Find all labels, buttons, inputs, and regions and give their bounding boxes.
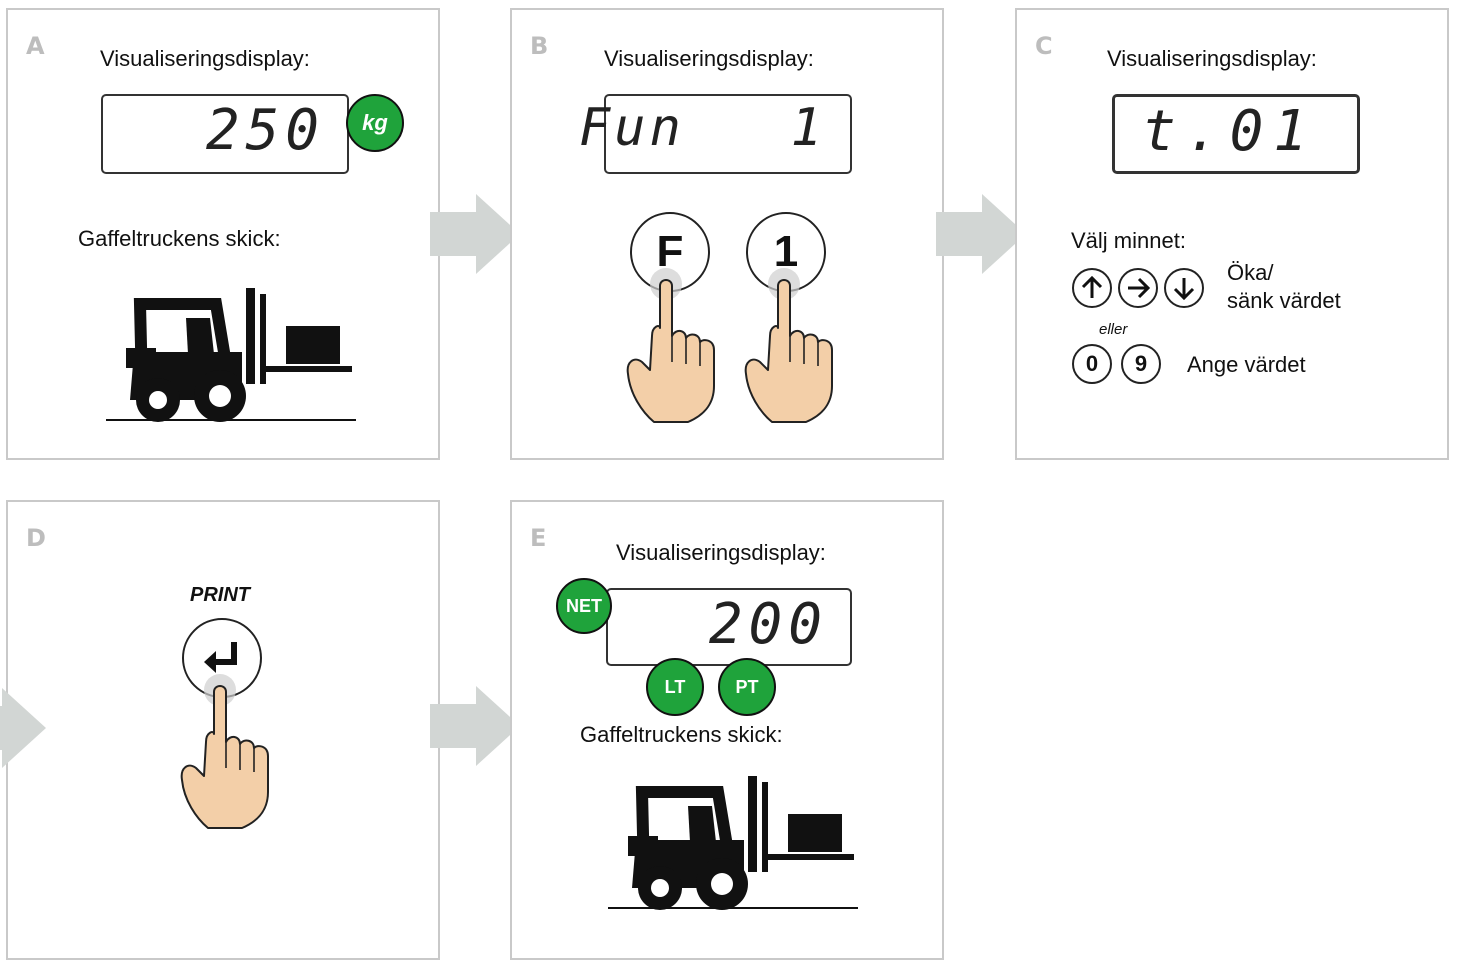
increase-label-line1: Öka/ xyxy=(1227,260,1274,285)
panel-c: C Visualiseringsdisplay: t.01 Välj minne… xyxy=(1015,8,1449,460)
display-value: t.01 xyxy=(1142,99,1317,164)
zero-key-button[interactable]: 0 xyxy=(1072,344,1112,384)
display-value: 200 xyxy=(708,592,828,657)
panel-e: E Visualiseringsdisplay: 200 NET LT PT G… xyxy=(510,500,944,960)
memory-display: t.01 xyxy=(1112,94,1360,174)
step-letter: D xyxy=(26,524,46,552)
weight-display: 250 xyxy=(101,94,349,174)
or-label: eller xyxy=(1099,321,1128,338)
hand-pressing-icon xyxy=(626,266,716,426)
arrow-down-icon xyxy=(1173,278,1195,301)
panel-b: B Visualiseringsdisplay: Fun 1 F 1 xyxy=(510,8,944,460)
truck-state-label: Gaffeltruckens skick: xyxy=(78,226,281,251)
panel-a: A Visualiseringsdisplay: 250 kg Gaffeltr… xyxy=(6,8,440,460)
step-letter: A xyxy=(26,32,45,60)
unit-badge: kg xyxy=(346,94,404,152)
display-label: Visualiseringsdisplay: xyxy=(604,46,814,71)
step-arrow-icon xyxy=(936,194,1026,274)
enter-icon xyxy=(204,642,237,673)
step-letter: E xyxy=(530,524,547,552)
print-key-label: PRINT xyxy=(190,584,250,606)
step-arrow-icon xyxy=(430,686,520,766)
enter-value-label: Ange värdet xyxy=(1187,352,1306,377)
truck-state-label: Gaffeltruckens skick: xyxy=(580,722,783,747)
increase-label-line2: sänk värdet xyxy=(1227,288,1341,313)
arrow-up-icon xyxy=(1081,275,1103,298)
pt-badge: PT xyxy=(718,658,776,716)
hand-pressing-icon xyxy=(180,672,270,832)
lt-badge: LT xyxy=(646,658,704,716)
hand-pressing-icon xyxy=(744,266,834,426)
display-label: Visualiseringsdisplay: xyxy=(616,540,826,565)
net-weight-display: 200 xyxy=(606,588,852,666)
step-arrow-icon xyxy=(0,688,46,768)
display-label: Visualiseringsdisplay: xyxy=(100,46,310,71)
step-arrow-icon xyxy=(430,194,520,274)
arrow-right-key[interactable] xyxy=(1118,268,1158,308)
step-letter: C xyxy=(1035,32,1053,60)
arrow-right-icon xyxy=(1128,277,1151,299)
arrow-down-key[interactable] xyxy=(1164,268,1204,308)
display-value: 250 xyxy=(205,98,325,163)
net-badge: NET xyxy=(556,578,612,634)
nine-key-button[interactable]: 9 xyxy=(1121,344,1161,384)
step-letter: B xyxy=(530,32,549,60)
choose-memory-label: Välj minnet: xyxy=(1071,228,1186,253)
function-display: Fun 1 xyxy=(579,94,852,174)
panel-d: D PRINT xyxy=(6,500,440,960)
display-value: Fun 1 xyxy=(578,98,826,158)
display-label: Visualiseringsdisplay: xyxy=(1107,46,1317,71)
forklift-icon xyxy=(106,288,356,428)
arrow-up-key[interactable] xyxy=(1072,268,1112,308)
forklift-icon xyxy=(608,776,858,916)
